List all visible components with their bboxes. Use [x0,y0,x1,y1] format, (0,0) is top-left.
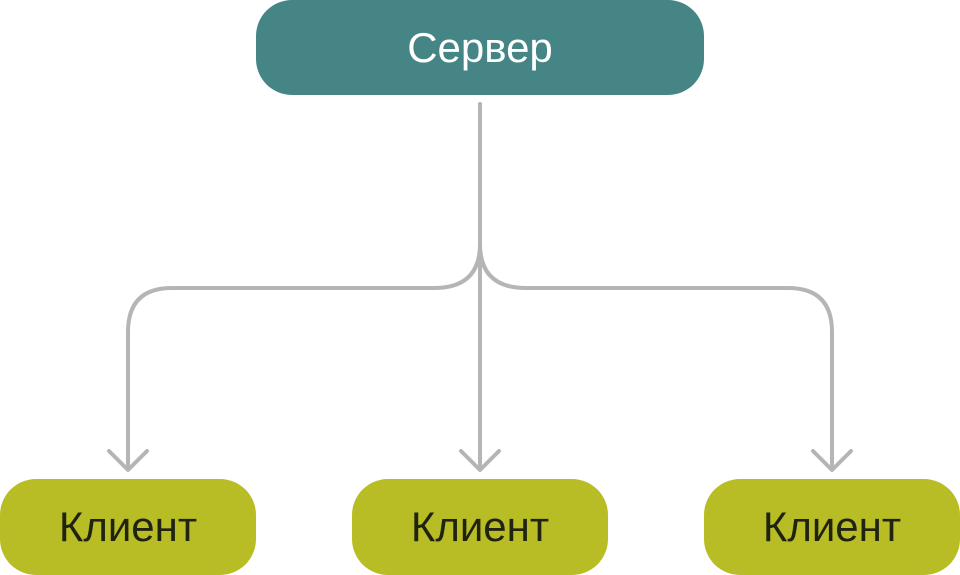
arrowhead-client-1 [107,449,149,472]
client-node-1: Клиент [0,479,256,575]
client-label: Клиент [762,503,902,550]
connector-to-client-1 [126,242,482,471]
arrowhead-client-3 [811,449,853,472]
server-label: Сервер [407,23,553,71]
connector-to-client-3 [478,242,834,471]
client-node-3: Клиент [704,479,960,575]
client-label: Клиент [410,503,550,550]
client-node-2: Клиент [352,479,608,575]
client-label: Клиент [58,503,198,550]
server-node: Сервер [256,0,704,95]
arrowhead-client-2 [459,449,501,472]
